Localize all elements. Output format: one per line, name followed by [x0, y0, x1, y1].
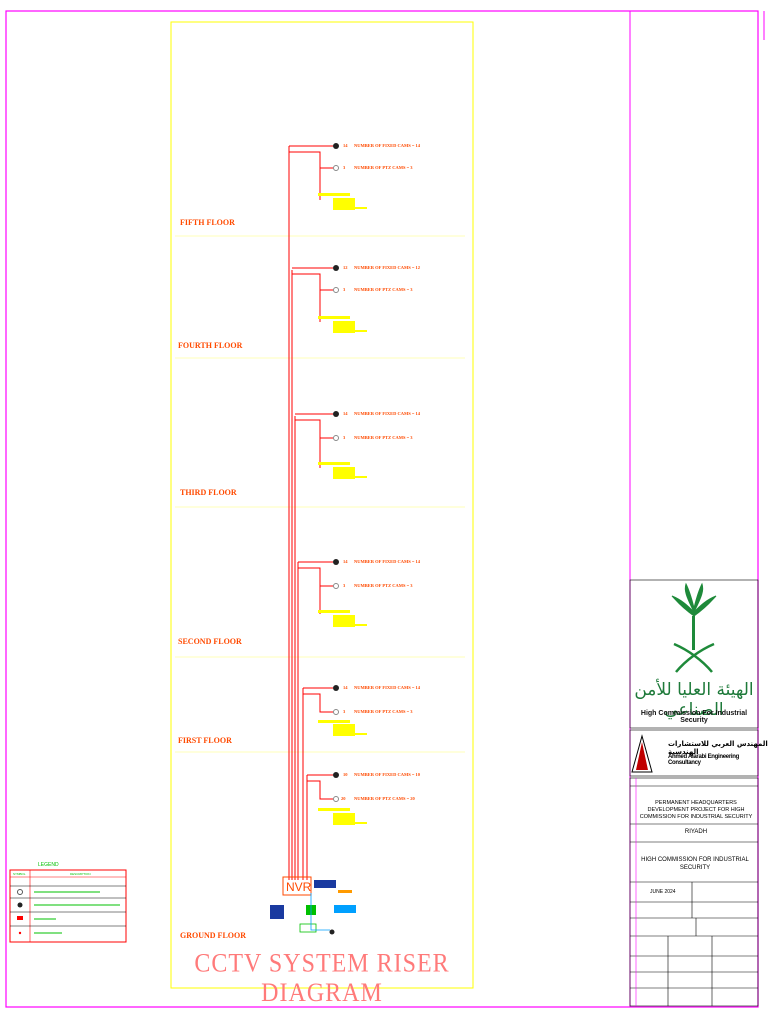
ptz-label-third: NUMBER OF PTZ CAMS = 3 [354, 435, 413, 440]
legend-table [9, 869, 127, 943]
ptz-label-second: NUMBER OF PTZ CAMS = 3 [354, 583, 413, 588]
floor-label-first: FIRST FLOOR [178, 736, 232, 745]
drawing-date: JUNE 2024 [650, 889, 676, 895]
title-block [629, 579, 759, 1007]
ptz-label-ground: NUMBER OF PTZ CAMS = 20 [354, 796, 415, 801]
floor-label-fourth: FOURTH FLOOR [178, 341, 243, 350]
fixed-count-fifth: 14 [343, 143, 348, 148]
fixed-label-third: NUMBER OF FIXED CAMS = 14 [354, 411, 421, 416]
floor-branches [289, 145, 333, 800]
floor-separators [175, 235, 465, 753]
fixed-count-third: 14 [343, 411, 348, 416]
fixed-count-second: 14 [343, 559, 348, 564]
floor-label-ground: GROUND FLOOR [180, 931, 246, 940]
project-name: PERMANENT HEADQUARTERS DEVELOPMENT PROJE… [639, 800, 753, 820]
ptz-label-first: NUMBER OF PTZ CAMS = 3 [354, 709, 413, 714]
legend-col-description: DESCRIPTION [70, 872, 91, 876]
ptz-label-fourth: NUMBER OF PTZ CAMS = 3 [354, 287, 413, 292]
client-name-english: High Commission For Industrial Security [640, 710, 748, 724]
drawing-title: CCTV SYSTEM RISER DIAGRAM [194, 949, 450, 1008]
nvr-rack [282, 876, 312, 896]
ptz-count-fifth: 3 [343, 165, 346, 170]
switch-notes [318, 193, 367, 825]
fixed-count-first: 14 [343, 685, 348, 690]
ptz-label-fifth: NUMBER OF PTZ CAMS = 3 [354, 165, 413, 170]
ptz-count-second: 3 [343, 583, 346, 588]
fixed-label-fourth: NUMBER OF FIXED CAMS = 12 [354, 265, 421, 270]
camera-symbols [333, 143, 339, 802]
client-name-arabic: الهيئة العليا للأمن الصناعي [634, 680, 754, 720]
palm-swords-logo-icon [671, 582, 717, 673]
floor-label-third: THIRD FLOOR [180, 488, 237, 497]
fixed-count-ground: 10 [343, 772, 348, 777]
ptz-count-third: 3 [343, 435, 346, 440]
consultant-logo-icon [631, 734, 653, 773]
legend-col-symbol: SYMBOL [13, 872, 26, 876]
consultant-name-english: Ahmed Alarabi Engineering Consultancy [668, 754, 739, 766]
fixed-label-first: NUMBER OF FIXED CAMS = 14 [354, 685, 421, 690]
legend-title: LEGEND [38, 862, 59, 868]
consultant-name-arabic: المهندس العربي للاستشارات الهندسية [668, 740, 768, 756]
fixed-count-fourth: 12 [343, 265, 348, 270]
project-location: RIYADH [684, 829, 708, 835]
floor-label-fifth: FIFTH FLOOR [180, 218, 235, 227]
ptz-count-first: 3 [343, 709, 346, 714]
fixed-label-second: NUMBER OF FIXED CAMS = 14 [354, 559, 421, 564]
floor-label-second: SECOND FLOOR [178, 637, 242, 646]
sheet-border [5, 10, 759, 1008]
ptz-count-ground: 20 [341, 796, 346, 801]
drawing-frame [170, 21, 474, 989]
fixed-label-ground: NUMBER OF FIXED CAMS = 10 [354, 772, 421, 777]
nvr-label: NVR [286, 880, 312, 894]
project-owner: HIGH COMMISSION FOR INDUSTRIAL SECURITY [641, 857, 749, 871]
ptz-count-fourth: 3 [343, 287, 346, 292]
riser-cables [288, 146, 308, 880]
fixed-label-fifth: NUMBER OF FIXED CAMS = 14 [354, 143, 421, 148]
